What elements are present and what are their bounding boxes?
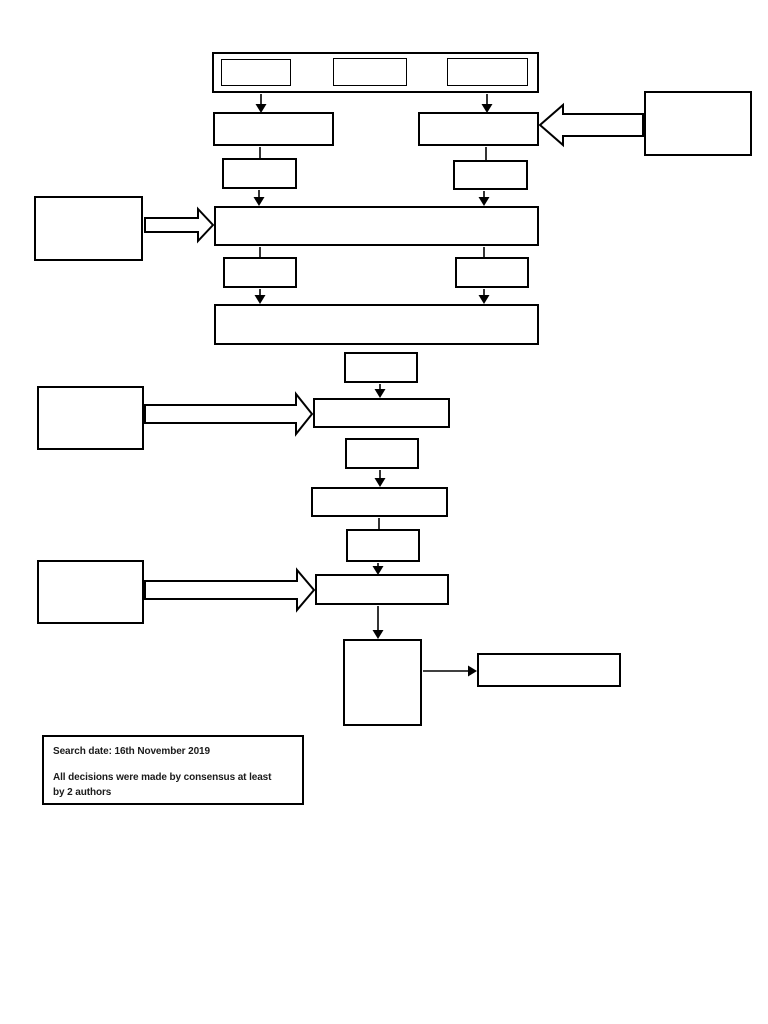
flow-box-side-input-left-2 [37, 386, 144, 450]
flow-box-small-left-a [222, 158, 297, 189]
arrowhead-bottomright [468, 665, 477, 677]
note-line-search-date: Search date: 16th November 2019 [53, 746, 210, 757]
note-line-consensus-2: by 2 authors [53, 787, 112, 798]
flow-box-wide-1 [214, 206, 539, 246]
flow-box-small-mid-2 [345, 438, 419, 469]
flow-box-small-right-a [453, 160, 528, 190]
flow-box-side-input-left-1 [34, 196, 143, 261]
block-arrow-left1-to-wide1 [144, 206, 215, 244]
arrowhead-final [372, 630, 384, 639]
arrowhead-smalla-right [478, 197, 490, 206]
note-line-consensus-1: All decisions were made by consensus at … [53, 772, 272, 783]
flow-box-mid-1 [313, 398, 450, 428]
flow-box-small-right-b [455, 257, 529, 288]
flow-box-side-input-left-3 [37, 560, 144, 624]
flow-box-side-input-right [644, 91, 752, 156]
flow-box-small-mid-3 [346, 529, 420, 562]
block-arrow-left3-to-mid3 [144, 567, 316, 613]
block-arrow-right-to-branchright [538, 102, 644, 148]
flow-box-final-tall [343, 639, 422, 726]
flow-box-branch-right [418, 112, 539, 146]
flow-box-small-mid-1 [344, 352, 418, 383]
block-arrow-left2-to-mid1 [144, 391, 314, 437]
flow-box-bottom-right [477, 653, 621, 687]
flow-box-wide-2 [214, 304, 539, 345]
flow-box-top-inner-3 [447, 58, 528, 86]
flow-box-mid-2 [311, 487, 448, 517]
flow-box-small-left-b [223, 257, 297, 288]
arrowhead-smalla-left [253, 197, 265, 206]
arrowhead-smallb-left [254, 295, 266, 304]
flow-box-mid-3 [315, 574, 449, 605]
flow-box-top-inner-2 [333, 58, 407, 86]
arrowhead-mid2 [374, 478, 386, 487]
arrowhead-smallb-right [478, 295, 490, 304]
arrowhead-mid1 [374, 389, 386, 398]
flow-box-top-inner-1 [221, 59, 291, 86]
note-box: Search date: 16th November 2019 All deci… [42, 735, 304, 805]
flow-box-branch-left [213, 112, 334, 146]
